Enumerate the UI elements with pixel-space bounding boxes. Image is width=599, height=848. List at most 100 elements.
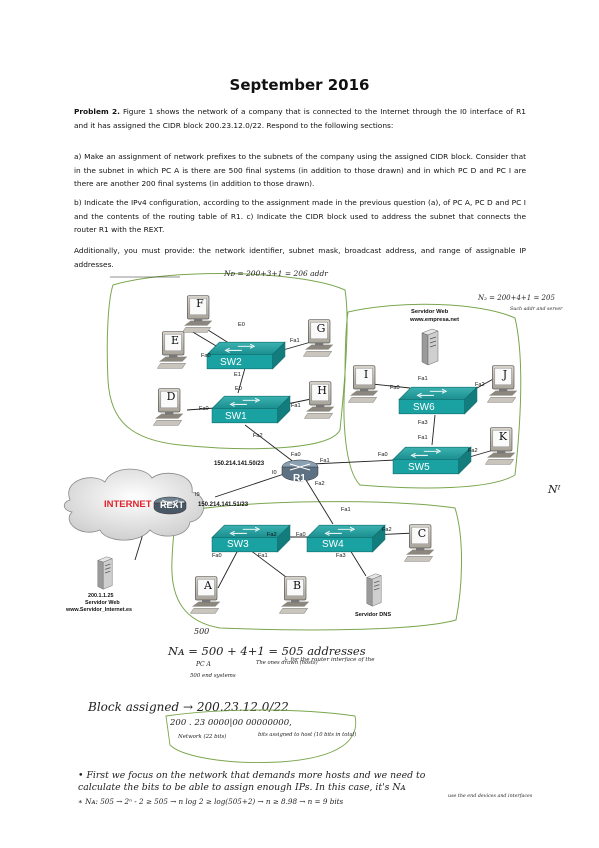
ext-server-url: www.Servidor_Internet.es (65, 607, 132, 613)
server-web-empresa (421, 328, 439, 366)
problem-label: Problem 2. (74, 107, 120, 116)
block-boundary (165, 709, 357, 763)
problem-text: Figure 1 shows the network of a company … (74, 107, 526, 130)
svg-text:F: F (196, 297, 204, 310)
r1-i0-ip: 150.214.141.50/23 (214, 461, 265, 467)
port-label: Fa0 (212, 553, 222, 559)
port-label: Fa2 (475, 382, 485, 388)
subnet-a-boundary (171, 501, 463, 631)
port-label: Fa0 (199, 406, 209, 412)
note-bullet2: ∗ Nᴀ: 505 → 2ⁿ - 2 ≥ 505 → n log 2 ≥ log… (78, 797, 344, 806)
port-label: Fa1 (418, 435, 428, 441)
rext-router: REXT (153, 496, 187, 515)
note-na-ones: The ones drawn (hosts) (256, 659, 318, 666)
note-nd: Nᴅ = 200+3+1 = 206 addr (223, 269, 328, 278)
switch-sw6: SW6 (398, 386, 478, 415)
switch-sw2: SW2 (206, 341, 286, 370)
port-label: Fa3 (418, 420, 428, 426)
pc-f: F (182, 295, 213, 333)
pc-j: J (487, 365, 518, 403)
note-ni: Nᴵ (547, 483, 561, 496)
subnet-i-boundary (343, 303, 522, 489)
svg-text:I: I (364, 368, 368, 381)
sw3-label: SW3 (227, 539, 249, 550)
sw6-label: SW6 (413, 402, 435, 413)
switch-sw1: SW1 (211, 395, 291, 424)
web-server-label: Servidor Web (411, 309, 449, 315)
note-bullet1a: • First we focus on the network that dem… (78, 770, 426, 781)
part-a-text: a) Make an assignment of network prefixe… (74, 152, 526, 188)
note-host-bits: bits assigned to host (10 bits in total) (258, 731, 356, 738)
svg-text:J: J (502, 368, 507, 381)
svg-text:B: B (293, 579, 301, 592)
pc-d: D (153, 388, 184, 426)
dns-server-label: Servidor DNS (355, 612, 391, 618)
port-label: Fa0 (201, 353, 211, 359)
port-label: Fa0 (291, 452, 301, 458)
ext-server-ip: 200.1.1.25 (88, 593, 113, 599)
note-na-equation: Nᴀ = 500 + 4+1 = 505 addresses (167, 644, 366, 658)
note-bullet1c: use the end devices and interfaces (448, 793, 533, 799)
svg-text:A: A (203, 579, 213, 592)
page-title: September 2016 (229, 76, 370, 94)
sw5-label: SW5 (408, 462, 430, 473)
port-label: I9 (195, 492, 200, 498)
ext-server-label: Servidor Web (85, 600, 120, 606)
internet-label: INTERNET (104, 499, 152, 510)
port-label: Fa1 (320, 458, 330, 464)
pc-c: C (404, 524, 435, 562)
port-label: Fa0 (390, 385, 400, 391)
pc-e: E (157, 331, 188, 369)
note-na-for: ↳ for the router interface of the (284, 656, 375, 663)
pc-b: B (279, 576, 310, 614)
pc-i: I (348, 365, 379, 403)
port-label: Fa2 (382, 527, 392, 533)
switch-sw5: SW5 (392, 446, 472, 475)
port-label: Fa0 (296, 532, 306, 538)
port-label: Fa0 (378, 452, 388, 458)
note-na-pc: PC A (195, 661, 212, 668)
web-server-url: www.empresa.net (409, 317, 459, 323)
internet-cloud: INTERNET (63, 468, 205, 541)
note-500: 500 (194, 627, 209, 636)
svg-text:K: K (499, 430, 508, 443)
svg-text:E: E (171, 334, 179, 347)
note-bullet1b: calculate the bits to be able to assign … (78, 782, 406, 793)
port-label: Fa3 (336, 553, 346, 559)
svg-text:H: H (317, 384, 327, 397)
port-label: E0 (238, 322, 245, 328)
port-label: Fa2 (267, 532, 277, 538)
rext-label: REXT (160, 500, 185, 510)
sw4-label: SW4 (322, 539, 344, 550)
port-label: E0 (235, 386, 242, 392)
sw2-label: SW2 (220, 357, 242, 368)
port-label: Fa2 (253, 433, 263, 439)
svg-text:G: G (317, 322, 326, 335)
svg-text:D: D (167, 390, 176, 403)
port-label: Fa1 (290, 338, 300, 344)
problem-statement: Problem 2. Figure 1 shows the network of… (74, 105, 526, 132)
port-label: E1 (234, 372, 241, 378)
pc-k: K (485, 427, 516, 465)
switch-sw4: SW4 (306, 524, 386, 553)
rext-ip: 150.214.141.51/23 (198, 502, 249, 508)
port-label: Fa2 (468, 448, 478, 454)
note-n2: N₂ = 200+4+1 = 205 (477, 294, 555, 302)
port-label: I0 (272, 470, 277, 476)
port-label: Fa1 (418, 376, 428, 382)
pc-g: G (303, 319, 334, 357)
note-block: Block assigned → 200.23.12.0/22 (87, 700, 289, 714)
server-dns (366, 573, 382, 607)
note-n2-detail: Such addr and server (510, 306, 563, 312)
subnet-d-boundary (106, 273, 348, 450)
r1-router: R1 (281, 459, 319, 484)
port-label: Fa1 (341, 507, 351, 513)
switch-sw3: SW3 (211, 524, 291, 553)
pc-h: H (304, 381, 335, 419)
svg-text:C: C (418, 527, 426, 540)
part-b-text: b) Indicate the IPv4 configuration, acco… (74, 198, 526, 234)
port-label: Fa1 (291, 403, 301, 409)
port-label: Fa2 (315, 481, 325, 487)
sw1-label: SW1 (225, 411, 247, 422)
